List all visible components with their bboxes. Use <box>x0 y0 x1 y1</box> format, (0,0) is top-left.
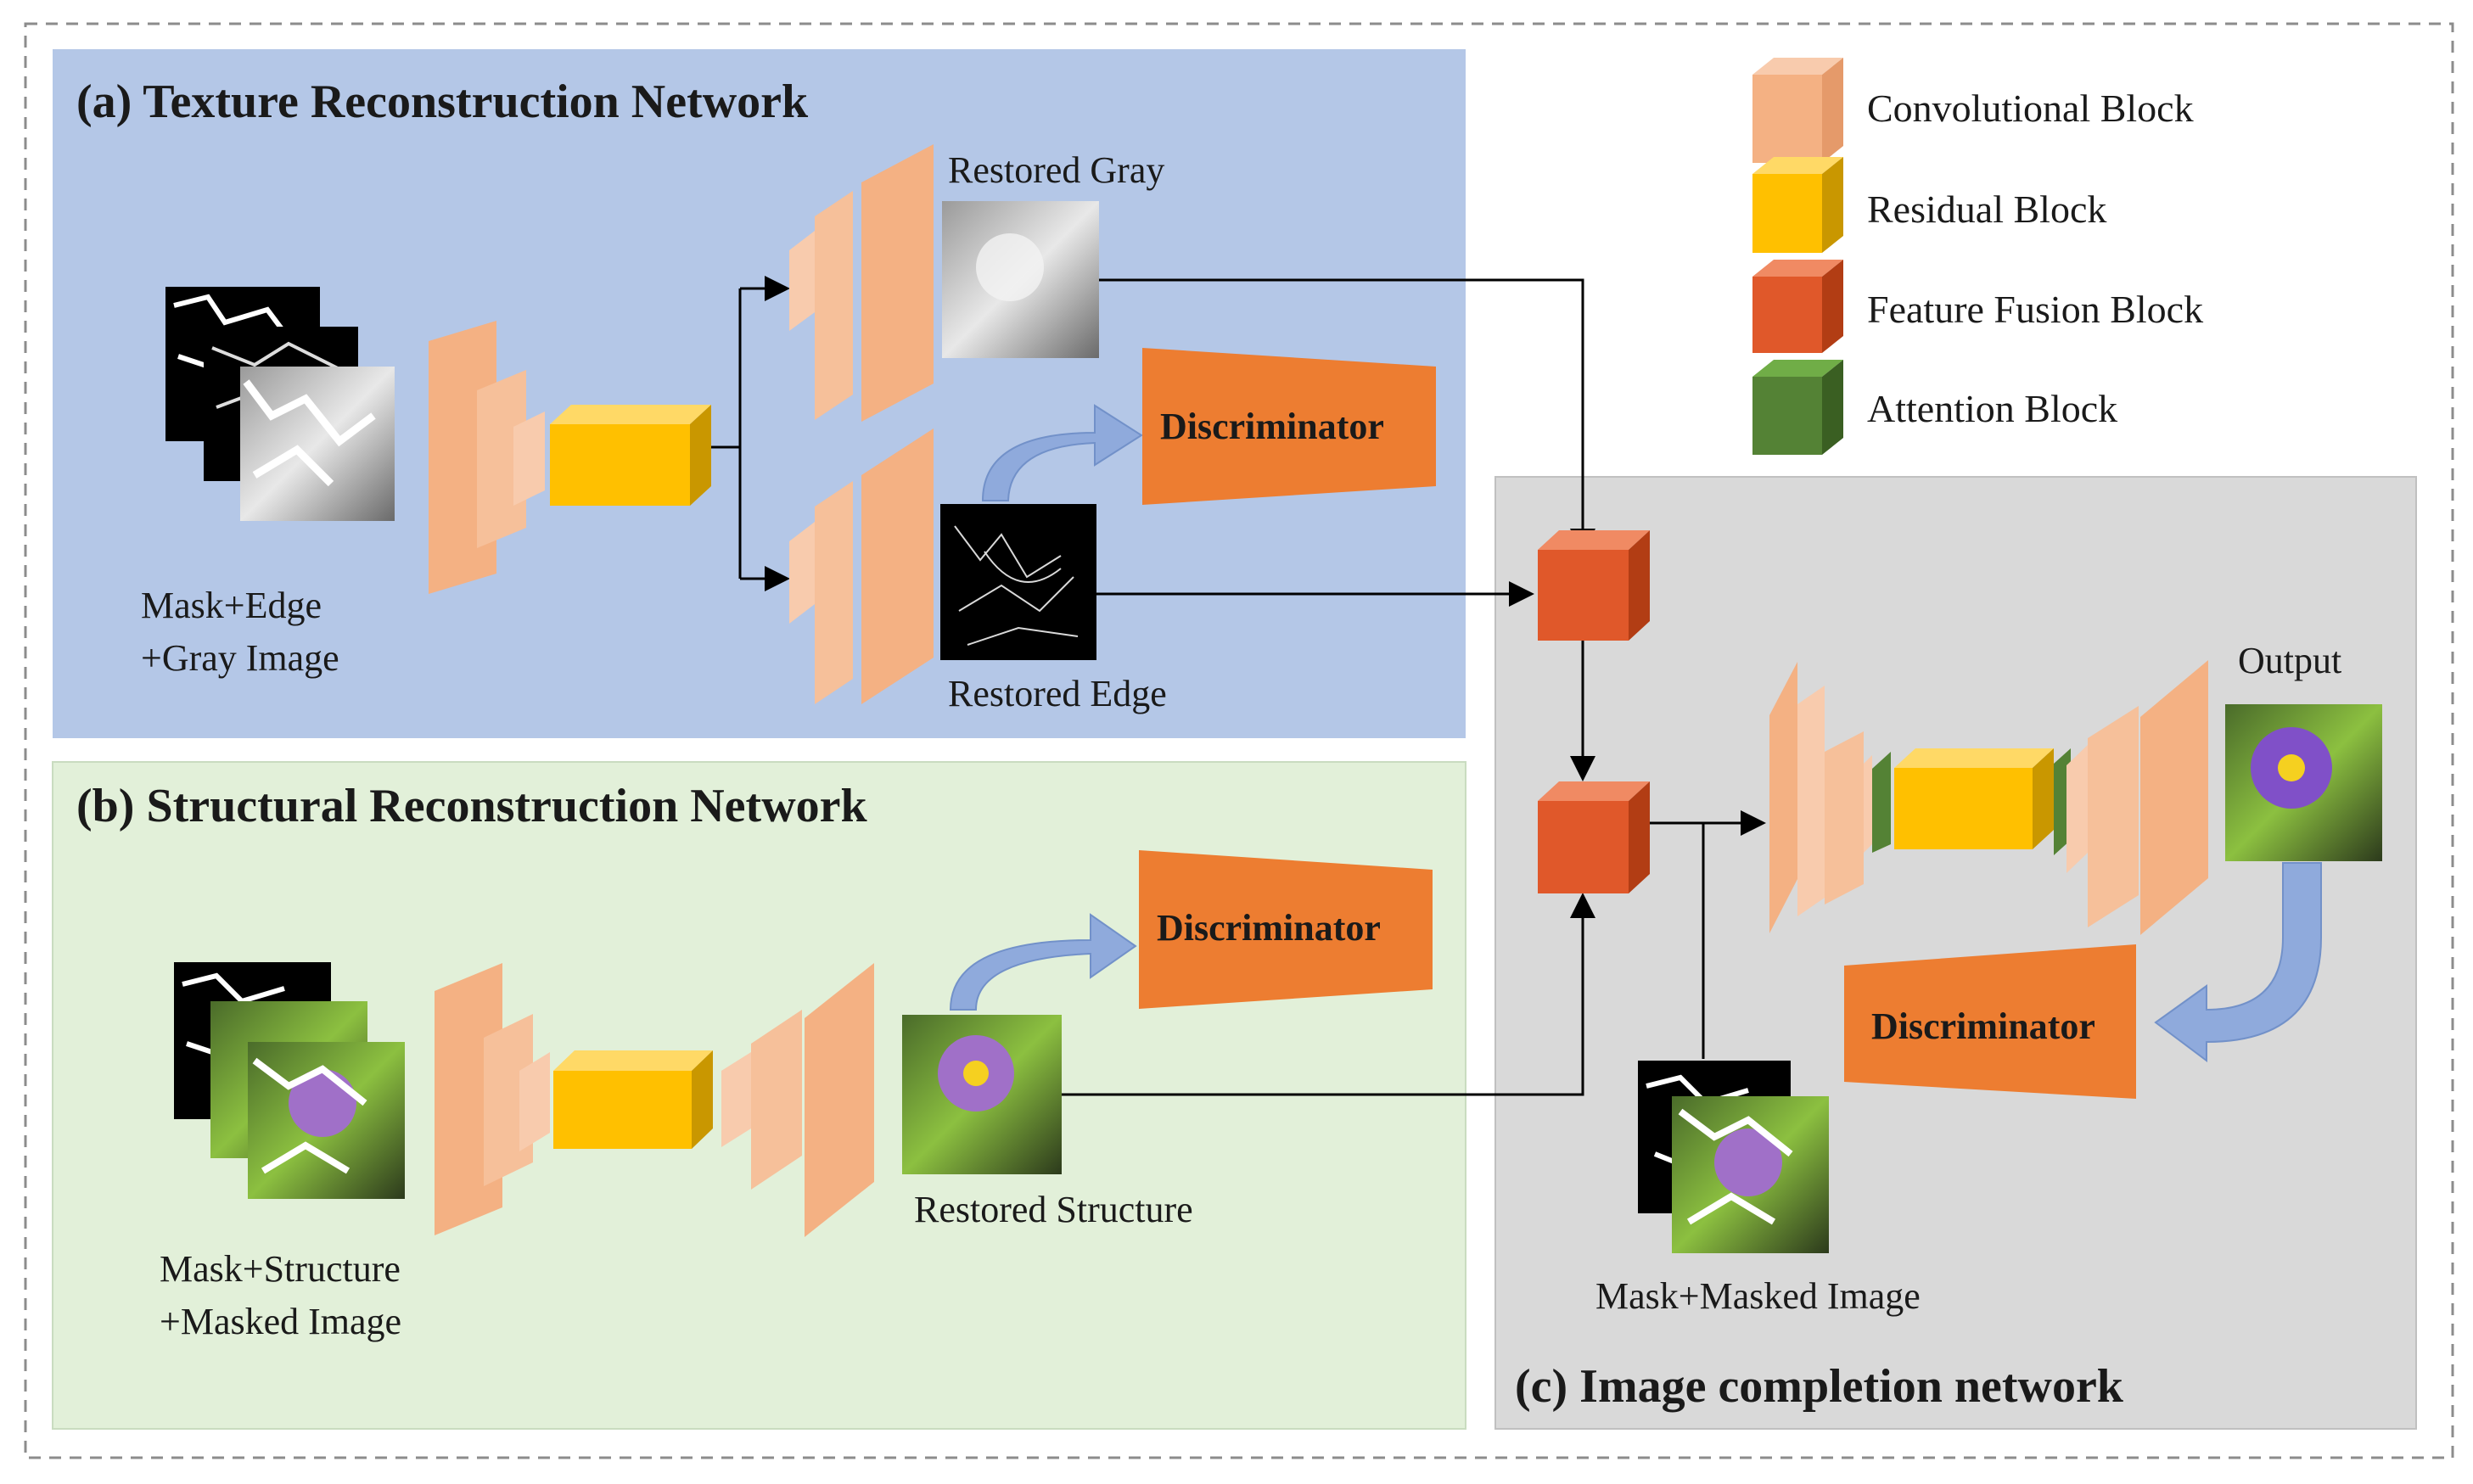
completion-curved-arrow <box>2154 862 2322 1062</box>
texture-input-caption-line1: Mask+Edge <box>141 585 322 626</box>
structural-input-caption-line2: +Masked Image <box>160 1301 401 1342</box>
completion-generator <box>1769 660 2208 935</box>
restored-edge-image <box>940 504 1096 660</box>
structural-input-caption-line1: Mask+Structure <box>160 1248 401 1290</box>
structural-curved-arrow <box>949 913 1137 1011</box>
texture-gray-decoder <box>789 144 934 422</box>
legend-attention-label: Attention Block <box>1867 387 2117 430</box>
legend-conv-icon <box>1752 58 1843 163</box>
masked-input-stack <box>1638 1061 1829 1253</box>
completion-discriminator <box>1844 944 2136 1099</box>
completion-network-panel <box>1494 476 2417 1430</box>
legend-attention-icon <box>1752 360 1843 455</box>
texture-fork <box>711 276 790 591</box>
structural-input-stack <box>174 962 405 1199</box>
texture-discriminator-label: Discriminator <box>1160 406 1384 447</box>
texture-residual-block <box>550 405 711 506</box>
gray-to-fusion-line <box>1099 278 1595 554</box>
legend-residual-label: Residual Block <box>1867 188 2106 231</box>
restored-structure-center <box>963 1061 989 1086</box>
fusion-block-bottom <box>1538 781 1650 893</box>
legend-conv-label: Convolutional Block <box>1867 87 2194 130</box>
legend-fusion-label: Feature Fusion Block <box>1867 288 2203 331</box>
completion-network-title: (c) Image completion network <box>1515 1360 2124 1413</box>
texture-encoder <box>429 321 545 594</box>
restored-gray-caption: Restored Gray <box>948 149 1164 191</box>
texture-input-stack <box>165 287 395 521</box>
output-caption: Output <box>2238 640 2341 681</box>
structural-residual-block <box>553 1050 713 1149</box>
completion-discriminator-label: Discriminator <box>1871 1005 2095 1047</box>
structural-discriminator-label: Discriminator <box>1157 907 1381 949</box>
legend: Convolutional Block Residual Block Featu… <box>1752 58 2203 455</box>
texture-network-title: (a) Texture Reconstruction Network <box>76 76 809 128</box>
texture-discriminator <box>1142 348 1436 505</box>
masked-input-caption: Mask+Masked Image <box>1595 1275 1921 1317</box>
restored-edge-caption: Restored Edge <box>948 673 1167 714</box>
structural-discriminator <box>1139 850 1433 1009</box>
fusion-block-top <box>1538 530 1650 641</box>
restored-gray-flower <box>976 233 1044 301</box>
structural-encoder <box>435 963 550 1235</box>
texture-input-caption-line2: +Gray Image <box>141 637 339 679</box>
structural-decoder <box>721 963 874 1237</box>
legend-fusion-icon <box>1752 260 1843 353</box>
outer-frame <box>24 22 2454 1459</box>
texture-curved-arrow <box>981 404 1143 501</box>
restored-edge-lines <box>954 525 1079 646</box>
restored-structure-caption: Restored Structure <box>914 1189 1193 1230</box>
structure-to-fusion-line <box>1062 893 1595 1096</box>
output-flower-center <box>2278 754 2305 781</box>
legend-residual-icon <box>1752 157 1843 253</box>
texture-edge-decoder <box>789 428 934 704</box>
structural-network-title: (b) Structural Reconstruction Network <box>76 780 867 832</box>
